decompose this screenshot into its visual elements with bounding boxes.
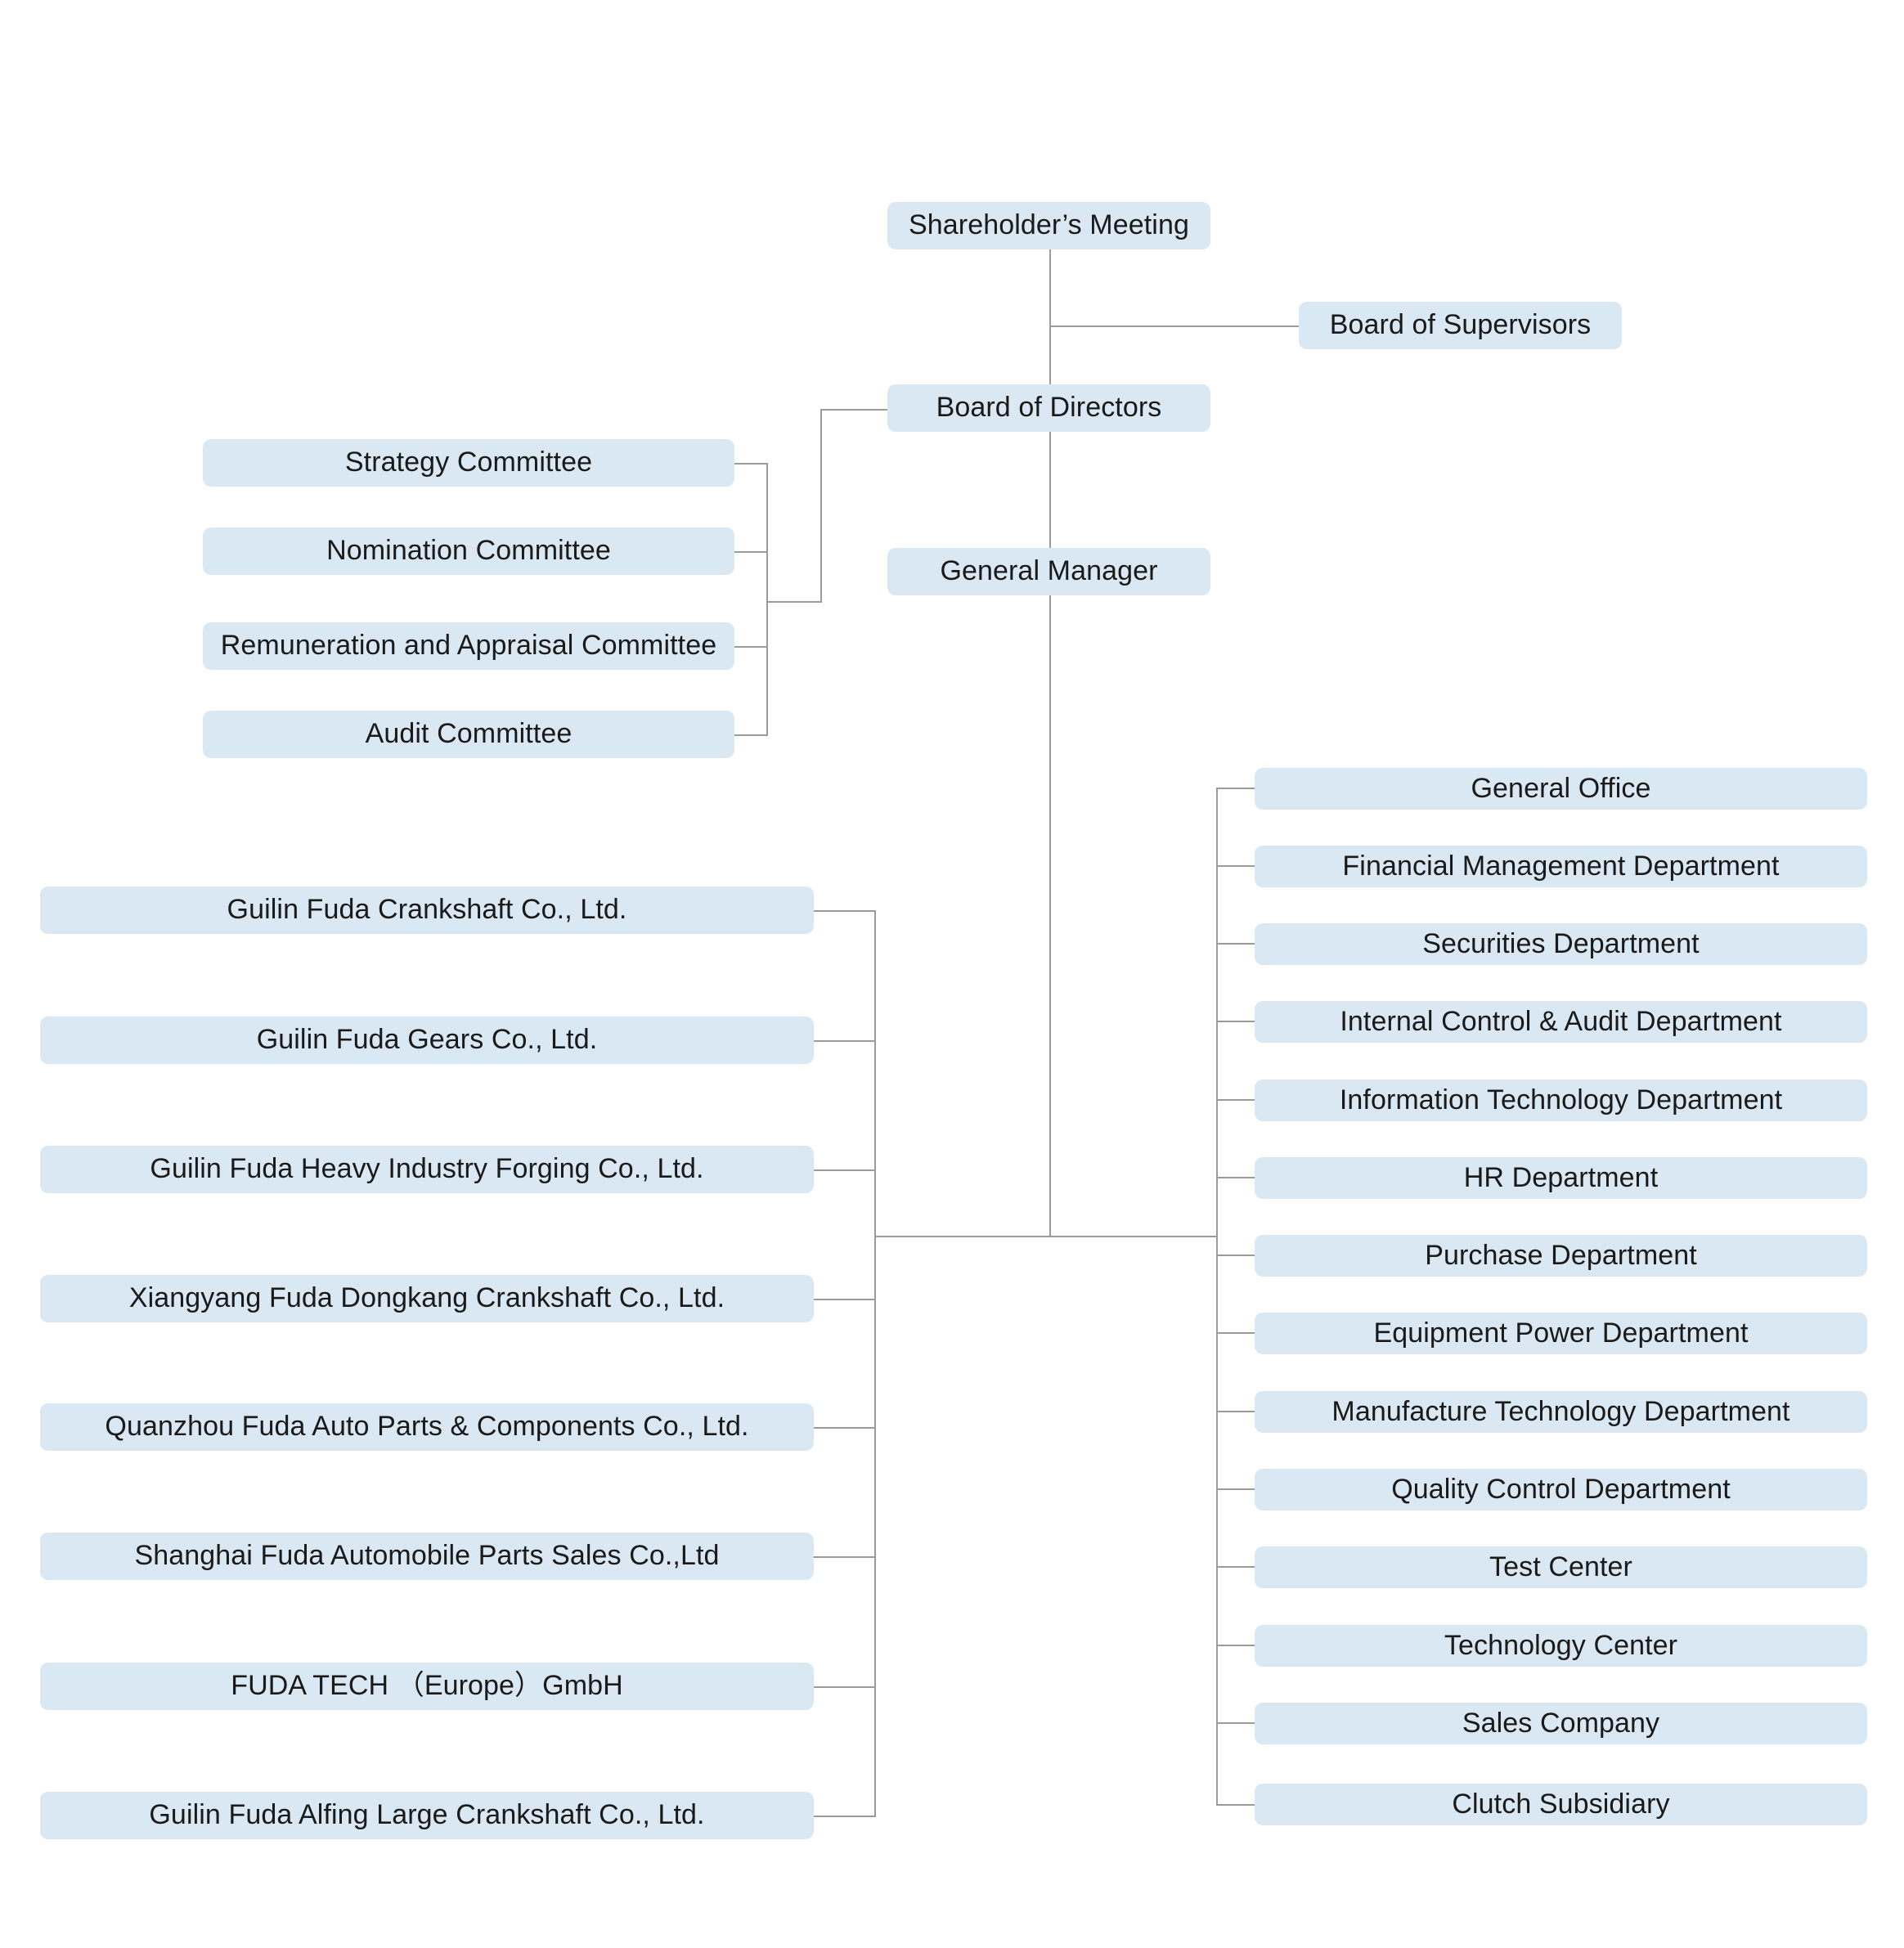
node-subsidiary-guilin-fuda-heavy-industry-forging[interactable]: Guilin Fuda Heavy Industry Forging Co., … xyxy=(40,1146,814,1193)
node-department-information-technology[interactable]: Information Technology Department xyxy=(1255,1079,1867,1121)
node-general-manager[interactable]: General Manager xyxy=(887,548,1210,595)
connector-department-stub-7 xyxy=(1216,1255,1256,1256)
node-board-of-supervisors[interactable]: Board of Supervisors xyxy=(1299,302,1622,349)
node-department-quality-control[interactable]: Quality Control Department xyxy=(1255,1469,1867,1510)
node-subsidiary-fuda-tech-europe-gmbh[interactable]: FUDA TECH （Europe）GmbH xyxy=(40,1663,814,1710)
connector-department-stub-5 xyxy=(1216,1099,1256,1101)
node-department-sales-company[interactable]: Sales Company xyxy=(1255,1703,1867,1744)
node-subsidiary-xiangyang-fuda-dongkang-crankshaft[interactable]: Xiangyang Fuda Dongkang Crankshaft Co., … xyxy=(40,1275,814,1322)
connector-subsidiary-stub-1 xyxy=(814,910,876,912)
node-department-technology-center[interactable]: Technology Center xyxy=(1255,1625,1867,1667)
node-department-purchase[interactable]: Purchase Department xyxy=(1255,1235,1867,1277)
connector-committee-stub-4 xyxy=(734,734,768,736)
node-department-manufacture-technology[interactable]: Manufacture Technology Department xyxy=(1255,1391,1867,1433)
connector-subsidiary-stub-2 xyxy=(814,1040,876,1042)
node-department-securities[interactable]: Securities Department xyxy=(1255,923,1867,965)
node-committee-nomination[interactable]: Nomination Committee xyxy=(203,527,734,575)
node-department-financial-management[interactable]: Financial Management Department xyxy=(1255,846,1867,887)
node-subsidiary-quanzhou-fuda-auto-parts[interactable]: Quanzhou Fuda Auto Parts & Components Co… xyxy=(40,1403,814,1451)
connector-junction-bar xyxy=(874,1236,1218,1237)
node-shareholders-meeting[interactable]: Shareholder’s Meeting xyxy=(887,202,1210,249)
connector-department-stub-8 xyxy=(1216,1332,1256,1334)
connector-department-stub-10 xyxy=(1216,1488,1256,1490)
node-committee-audit[interactable]: Audit Committee xyxy=(203,711,734,758)
connector-riser-to-board xyxy=(820,409,889,411)
node-subsidiary-shanghai-fuda-automobile-parts-sales[interactable]: Shanghai Fuda Automobile Parts Sales Co.… xyxy=(40,1533,814,1580)
connector-department-stub-3 xyxy=(1216,943,1256,945)
connector-department-stub-1 xyxy=(1216,788,1256,789)
node-department-internal-control-audit[interactable]: Internal Control & Audit Department xyxy=(1255,1001,1867,1043)
connector-subsidiary-stub-7 xyxy=(814,1686,876,1688)
connector-department-stub-13 xyxy=(1216,1722,1256,1724)
connector-department-stub-2 xyxy=(1216,865,1256,867)
connector-supervisors xyxy=(1049,325,1299,327)
node-committee-remuneration-appraisal[interactable]: Remuneration and Appraisal Committee xyxy=(203,622,734,670)
connector-department-stub-9 xyxy=(1216,1411,1256,1412)
connector-subsidiary-stub-5 xyxy=(814,1427,876,1429)
connector-committee-stub-1 xyxy=(734,463,768,465)
connector-committee-riser xyxy=(820,409,822,603)
node-subsidiary-guilin-fuda-crankshaft[interactable]: Guilin Fuda Crankshaft Co., Ltd. xyxy=(40,886,814,934)
node-department-general-office[interactable]: General Office xyxy=(1255,768,1867,810)
connector-subsidiary-stub-3 xyxy=(814,1169,876,1171)
node-department-test-center[interactable]: Test Center xyxy=(1255,1546,1867,1588)
node-department-equipment-power[interactable]: Equipment Power Department xyxy=(1255,1313,1867,1354)
connector-department-stub-12 xyxy=(1216,1645,1256,1646)
connector-department-stub-11 xyxy=(1216,1566,1256,1568)
connector-department-stub-6 xyxy=(1216,1177,1256,1178)
node-subsidiary-guilin-fuda-gears[interactable]: Guilin Fuda Gears Co., Ltd. xyxy=(40,1017,814,1064)
connector-subsidiary-stub-8 xyxy=(814,1816,876,1817)
connector-department-spine xyxy=(1216,788,1218,1804)
node-committee-strategy[interactable]: Strategy Committee xyxy=(203,439,734,487)
node-board-of-directors[interactable]: Board of Directors xyxy=(887,384,1210,432)
connector-committee-to-riser xyxy=(766,601,822,603)
connector-subsidiary-stub-4 xyxy=(814,1299,876,1300)
connector-subsidiary-stub-6 xyxy=(814,1556,876,1558)
connector-subsidiary-spine xyxy=(874,910,876,1816)
node-department-clutch-subsidiary[interactable]: Clutch Subsidiary xyxy=(1255,1784,1867,1825)
connector-committee-stub-2 xyxy=(734,551,768,553)
node-department-hr[interactable]: HR Department xyxy=(1255,1157,1867,1199)
connector-committee-spine xyxy=(766,463,768,736)
connector-trunk-main xyxy=(1049,249,1051,1237)
connector-department-stub-14 xyxy=(1216,1804,1256,1806)
connector-department-stub-4 xyxy=(1216,1021,1256,1022)
node-subsidiary-guilin-fuda-alfing-large-crankshaft[interactable]: Guilin Fuda Alfing Large Crankshaft Co.,… xyxy=(40,1792,814,1839)
connector-committee-stub-3 xyxy=(734,646,768,648)
